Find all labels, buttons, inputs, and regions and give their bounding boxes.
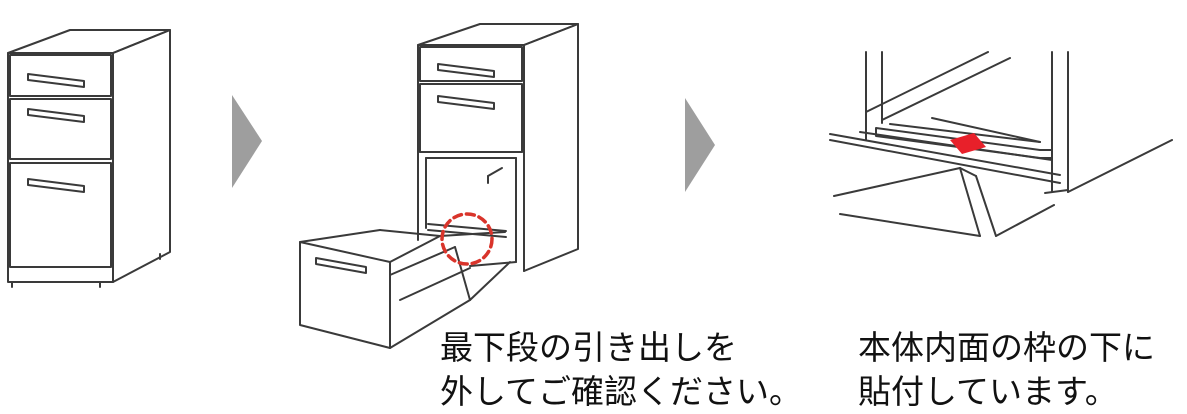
drawer-handle: [437, 95, 495, 110]
label-closeup: [829, 51, 1173, 237]
step3-caption: 本体内面の枠の下に 貼付しています。: [858, 326, 1155, 414]
label-marker: [950, 133, 986, 154]
drawer-top: [419, 46, 523, 82]
drawer-bottom: [9, 162, 112, 268]
closed-cabinet: [7, 29, 171, 288]
highlight-circle: [440, 212, 494, 266]
drawer-handle: [27, 178, 85, 193]
step3-caption-line1: 本体内面の枠の下に: [858, 328, 1155, 367]
drawer-handle: [315, 257, 367, 274]
drawer-top: [9, 54, 112, 97]
drawer-handle: [437, 63, 495, 78]
step2-caption: 最下段の引き出しを 外してご確認ください。: [440, 326, 802, 414]
drawer-front: [299, 241, 391, 349]
open-drawer-cabinet: [299, 23, 579, 349]
arrow-right-icon: [232, 95, 262, 188]
drawer-handle: [27, 73, 85, 88]
arrow-right-icon: [685, 98, 715, 192]
step2-caption-line1: 最下段の引き出しを: [440, 328, 737, 367]
drawer-handle: [27, 108, 85, 123]
drawer-middle: [419, 83, 523, 153]
step3-caption-line2: 貼付しています。: [858, 372, 1118, 411]
drawer-middle: [9, 98, 112, 160]
step2-caption-line2: 外してご確認ください。: [440, 372, 803, 411]
